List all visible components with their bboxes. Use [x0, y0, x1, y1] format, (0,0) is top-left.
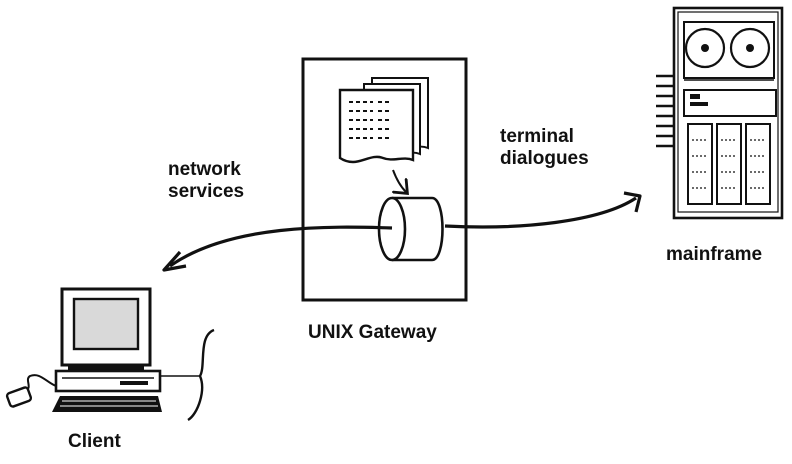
keyboard-icon [52, 396, 162, 412]
terminal-dialogues-line-1: terminal [500, 126, 574, 147]
terminal-dialogues-line-2: dialogues [500, 148, 589, 169]
client-label: Client [68, 431, 121, 452]
gateway-label: UNIX Gateway [308, 322, 437, 343]
gateway-box [301, 57, 468, 302]
connection-arrow-icon [169, 225, 393, 268]
cylinder-icon [377, 196, 444, 262]
network-services-line-1: network [168, 159, 241, 180]
document-stack-icon [338, 77, 429, 164]
mainframe-label: mainframe [666, 244, 763, 265]
client-computer-icon [54, 287, 162, 393]
network-brace [187, 328, 215, 422]
terminal-dialogues-label: terminal dialogues [500, 126, 589, 170]
right-connection-line [444, 196, 637, 229]
network-services-line-2: services [168, 181, 245, 202]
left-arrowhead [162, 250, 187, 272]
right-arrowhead [623, 191, 642, 213]
network-services-label: network services [168, 159, 244, 203]
docs-to-cylinder-arrow [393, 169, 406, 192]
mainframe-icon [656, 6, 784, 220]
mouse-icon [5, 374, 57, 408]
